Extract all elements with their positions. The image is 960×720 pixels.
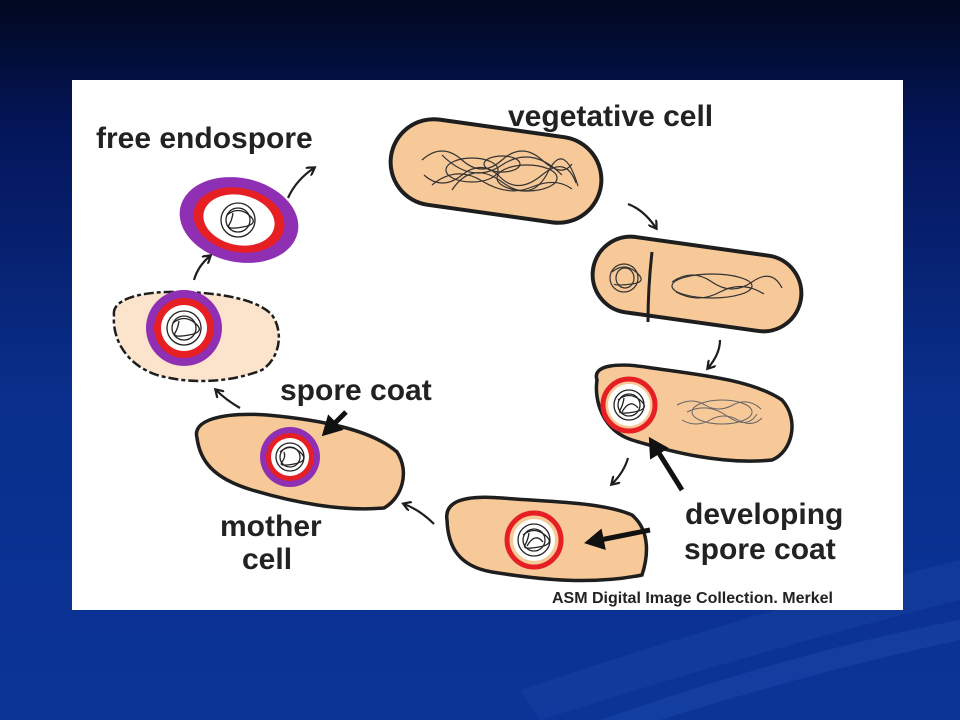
- mother-cell: [194, 412, 406, 511]
- pointer-spore-coat: [321, 410, 348, 437]
- arrow-mother-to-lysing: [216, 390, 241, 409]
- label-vegetative-cell: vegetative cell: [508, 100, 714, 133]
- endospore-diagram-panel: vegetative cell free endospore spore coa…: [72, 80, 903, 610]
- image-credit: ASM Digital Image Collection. Merkel: [552, 590, 833, 607]
- label-spore-coat: spore coat: [280, 374, 432, 407]
- dividing-cell: [590, 234, 804, 334]
- arrow-lysing-to-free: [192, 256, 210, 281]
- lysing-mother-cell: [112, 290, 280, 383]
- arrow-dividing-to-developing: [708, 339, 722, 368]
- label-cell: cell: [242, 543, 293, 576]
- cycle-arrows: [192, 168, 722, 525]
- arrow-vegetative-to-dividing: [627, 202, 656, 228]
- pointer-developing-coat-1: [648, 436, 685, 492]
- free-endospore: [179, 177, 299, 263]
- arrow-forespore-to-mother: [404, 504, 435, 525]
- vegetative-cell: [388, 117, 604, 225]
- forespore-cell: [445, 495, 649, 583]
- sporulation-cycle-drawing: [112, 117, 804, 583]
- dividing-cell-dna: [609, 263, 783, 299]
- label-mother: mother: [220, 510, 322, 543]
- vegetative-cell-dna: [421, 150, 579, 192]
- developing-cell-dna: [676, 399, 763, 425]
- label-free-endospore: free endospore: [96, 122, 313, 155]
- arrow-free-release: [286, 168, 314, 199]
- arrow-developing-to-forespore: [612, 457, 630, 484]
- label-spore-coat-developing: spore coat: [684, 533, 836, 566]
- label-developing: developing: [685, 498, 844, 531]
- pointer-arrows: [321, 410, 685, 551]
- developing-spore-cell: [594, 363, 794, 463]
- pointer-developing-coat-2: [584, 527, 651, 551]
